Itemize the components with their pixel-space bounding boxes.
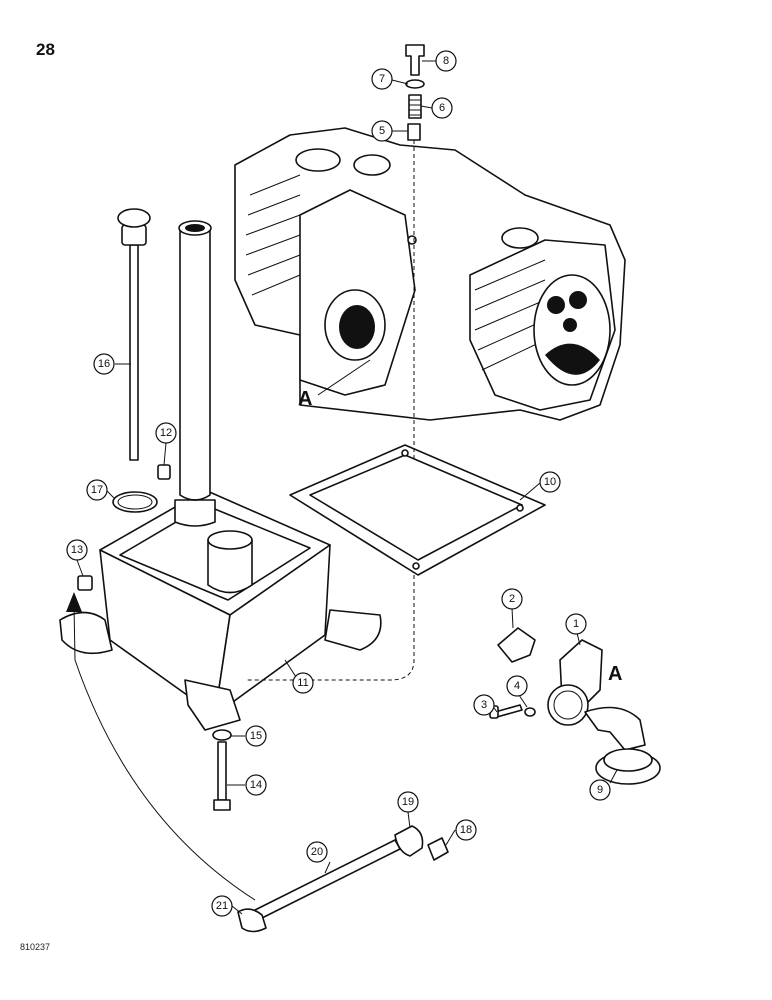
bolt-14-illustration (212, 729, 232, 811)
callout-6: 6 (431, 97, 453, 119)
callout-15-label: 15 (250, 730, 262, 742)
oil-pump-illustration (547, 639, 661, 785)
callout-2-label: 2 (509, 593, 515, 605)
callout-2: 2 (501, 588, 523, 610)
oil-pan-gasket-illustration (289, 444, 546, 576)
drain-assembly-illustration (237, 825, 449, 933)
engine-block-illustration (234, 127, 626, 421)
callout-16-label: 16 (98, 358, 110, 370)
callout-12-label: 12 (160, 427, 172, 439)
callout-1: 1 (565, 613, 587, 635)
callout-8: 8 (435, 50, 457, 72)
callout-6-label: 6 (439, 102, 445, 114)
dipstick-illustration (117, 208, 151, 461)
callout-17-label: 17 (91, 484, 103, 496)
callout-7-label: 7 (379, 73, 385, 85)
callout-11: 11 (292, 672, 314, 694)
reference-letter-a-block: A (298, 388, 312, 410)
dipstick-tube-illustration (178, 220, 212, 501)
callout-1-label: 1 (573, 618, 579, 630)
callout-4-label: 4 (514, 680, 520, 692)
callout-12: 12 (155, 422, 177, 444)
reference-letter-a-pump: A (608, 663, 622, 685)
callout-18-label: 18 (460, 824, 472, 836)
callout-20-label: 20 (311, 846, 323, 858)
callout-5: 5 (371, 120, 393, 142)
callout-21: 21 (211, 895, 233, 917)
pump-gasket-2-illustration (497, 627, 536, 663)
lock-washer-4-illustration (524, 707, 536, 717)
callout-19-label: 19 (402, 796, 414, 808)
callout-19: 19 (397, 791, 419, 813)
callout-9-label: 9 (597, 784, 603, 796)
plug-13-illustration (77, 575, 93, 591)
callout-14-label: 14 (250, 779, 262, 791)
callout-17: 17 (86, 479, 108, 501)
callout-14: 14 (245, 774, 267, 796)
callout-7: 7 (371, 68, 393, 90)
drawing-code: 810237 (20, 942, 51, 952)
callout-8-label: 8 (443, 55, 449, 67)
callout-20: 20 (306, 841, 328, 863)
callout-16: 16 (93, 353, 115, 375)
callout-5-label: 5 (379, 125, 385, 137)
callout-15: 15 (245, 725, 267, 747)
callout-3: 3 (473, 694, 495, 716)
callout-9: 9 (589, 779, 611, 801)
page-number: 28 (36, 40, 55, 59)
callout-11-label: 11 (297, 677, 308, 689)
callout-18: 18 (455, 819, 477, 841)
plug-12-illustration (157, 464, 171, 480)
cap-screw-3-illustration (494, 704, 523, 718)
relief-valve-stack-illustration (405, 44, 425, 141)
callout-21-label: 21 (216, 900, 228, 912)
callout-13: 13 (66, 539, 88, 561)
callout-4: 4 (506, 675, 528, 697)
oil-pan-illustration (59, 489, 382, 731)
callout-10: 10 (539, 471, 561, 493)
callout-10-label: 10 (544, 476, 556, 488)
callout-13-label: 13 (71, 544, 83, 556)
callout-3-label: 3 (481, 699, 487, 711)
